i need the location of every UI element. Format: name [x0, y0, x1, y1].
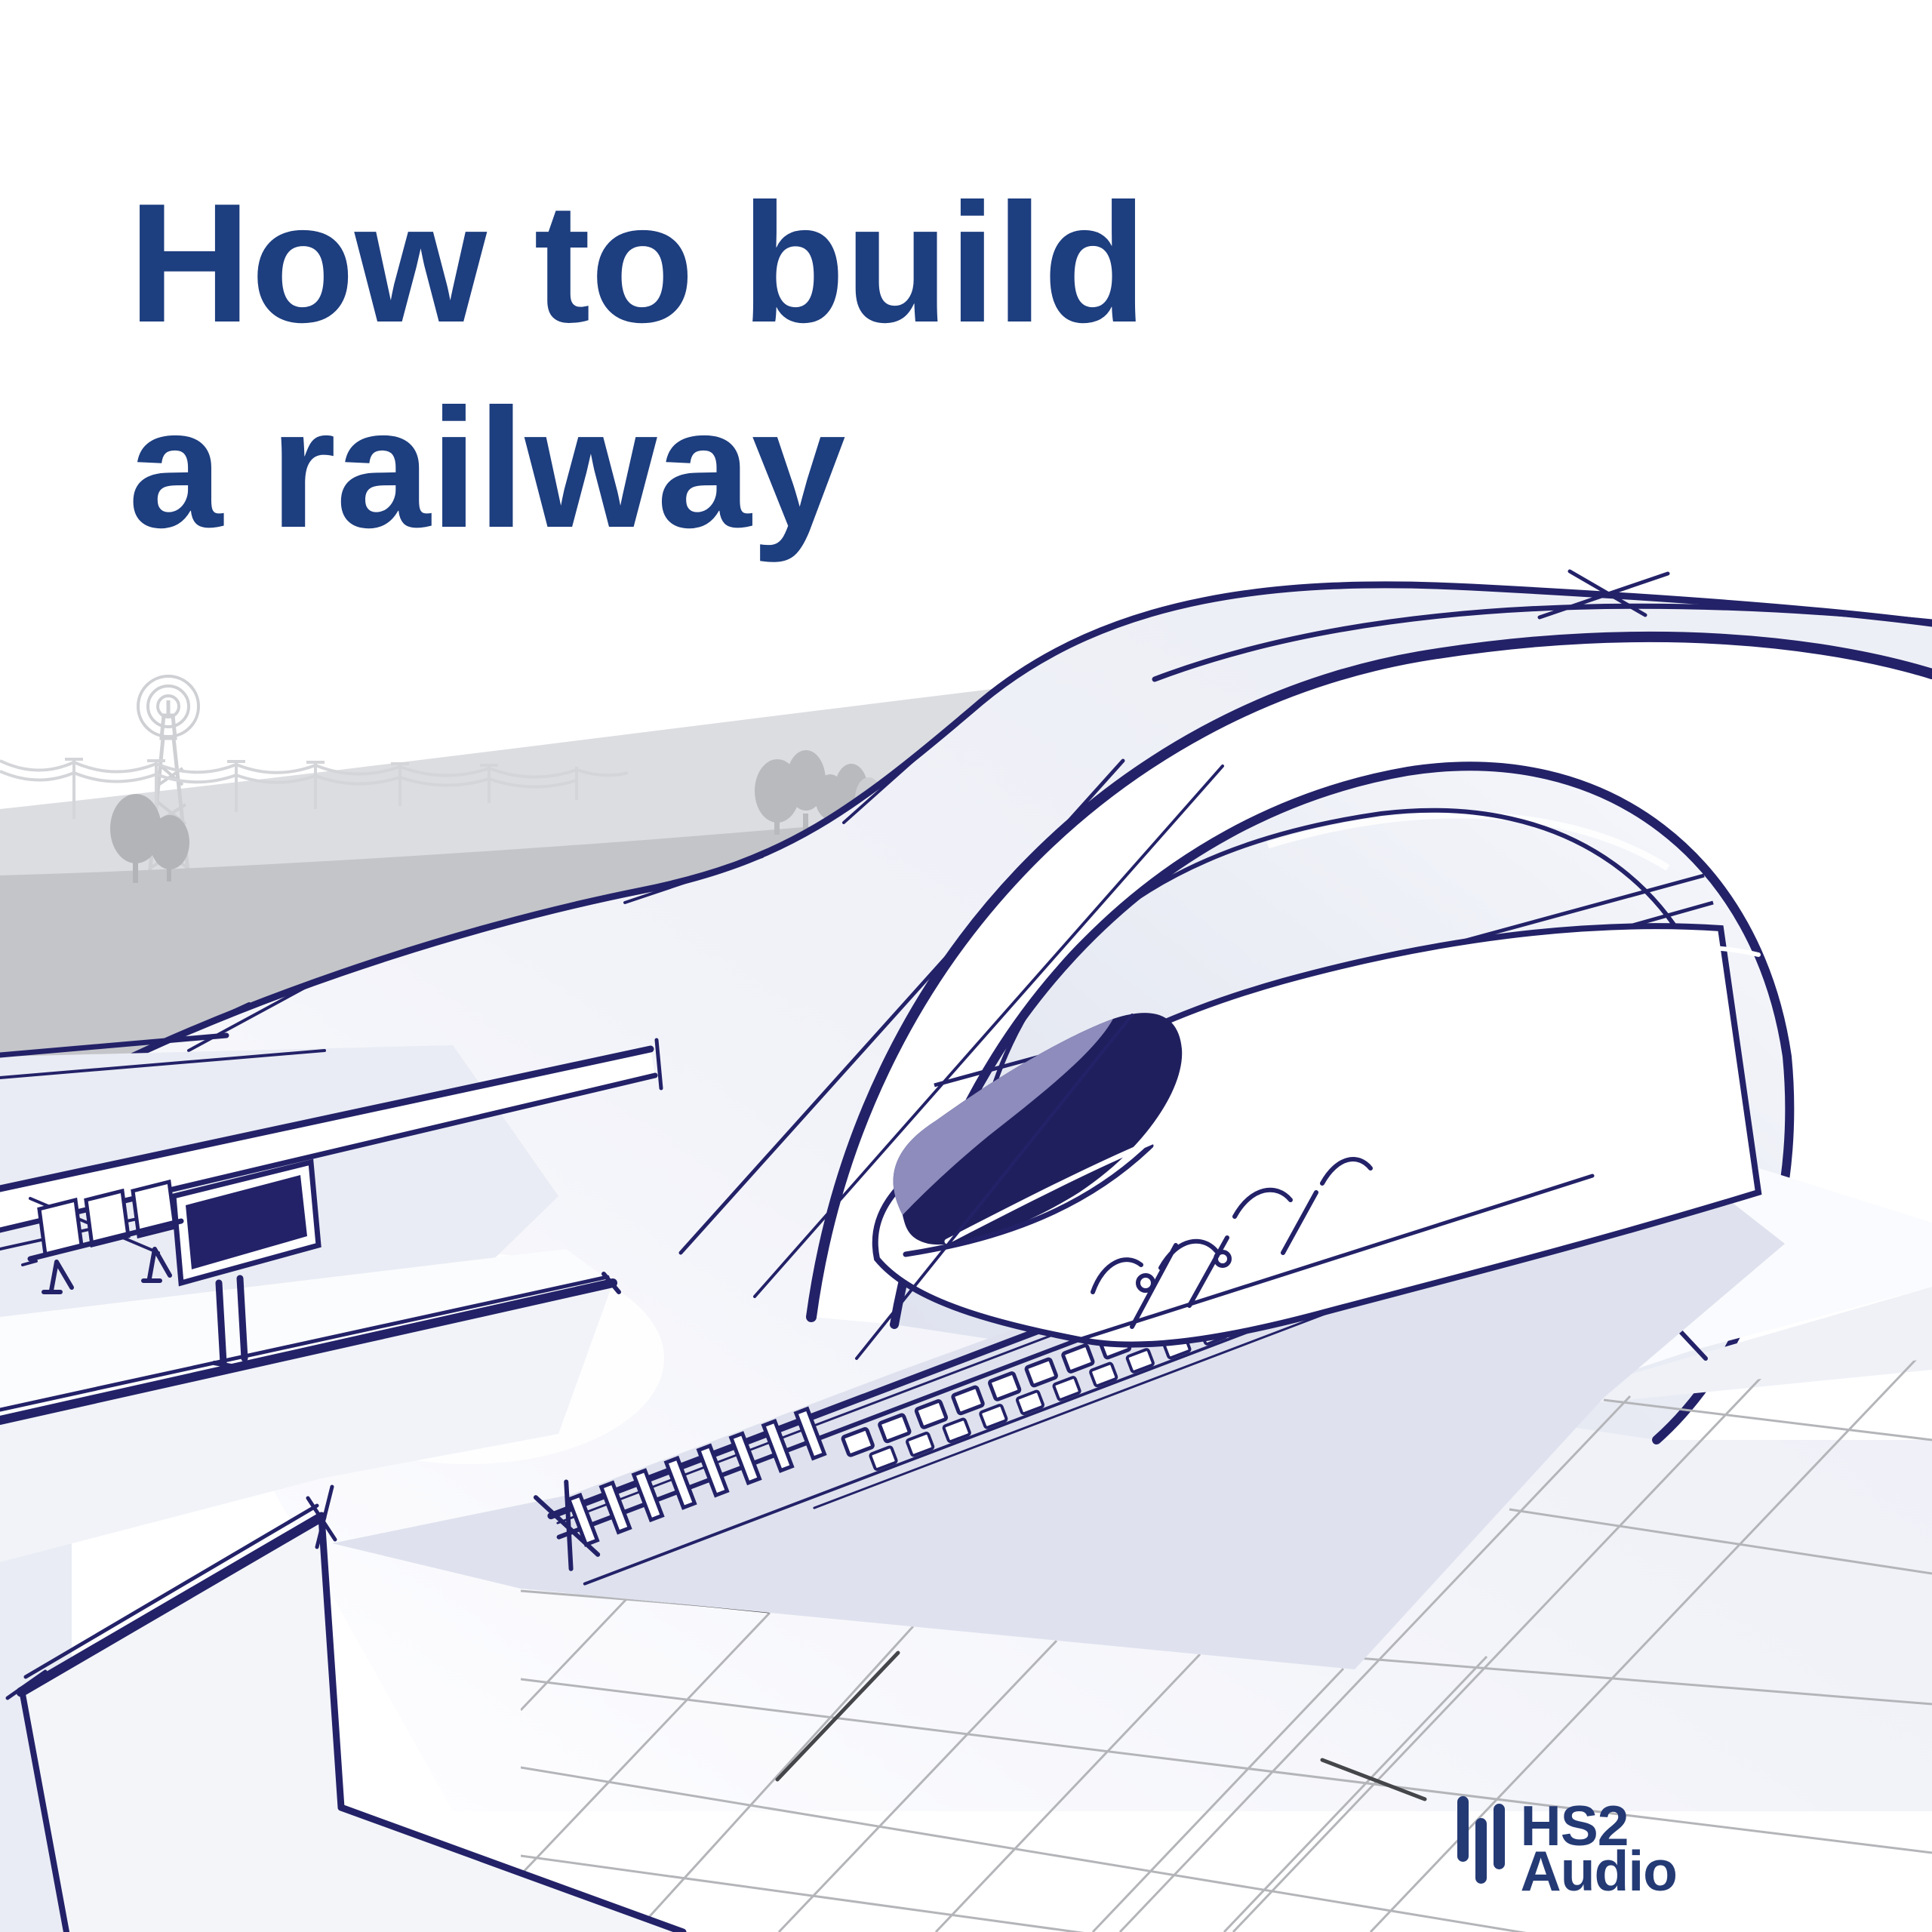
windscreen-highlight	[893, 1019, 1113, 1215]
catenary-wires	[0, 758, 629, 819]
logo-product: Audio	[1520, 1839, 1678, 1903]
hs2-audio-logo: HS2 Audio	[1457, 1793, 1678, 1903]
station-platform	[0, 1032, 687, 1932]
speed-lines	[678, 758, 1224, 1360]
logo-text: HS2 Audio	[1520, 1793, 1678, 1903]
title-line-2: a railway	[128, 373, 846, 564]
departure-board	[171, 1158, 321, 1368]
undercarriage-sketch	[1091, 1157, 1373, 1329]
departure-board-pole	[215, 1275, 248, 1367]
departure-board-screen	[186, 1175, 307, 1269]
title-line-1: How to build	[128, 168, 1147, 358]
bench	[21, 1179, 184, 1294]
trees	[110, 750, 882, 883]
train	[872, 923, 1762, 1348]
logo-brand: HS2	[1520, 1793, 1629, 1857]
train-windscreen	[893, 1013, 1183, 1245]
page-title: How to build a railway	[128, 160, 1147, 571]
audio-bars-icon	[1457, 1795, 1505, 1890]
platform-blocks	[0, 1272, 687, 1932]
